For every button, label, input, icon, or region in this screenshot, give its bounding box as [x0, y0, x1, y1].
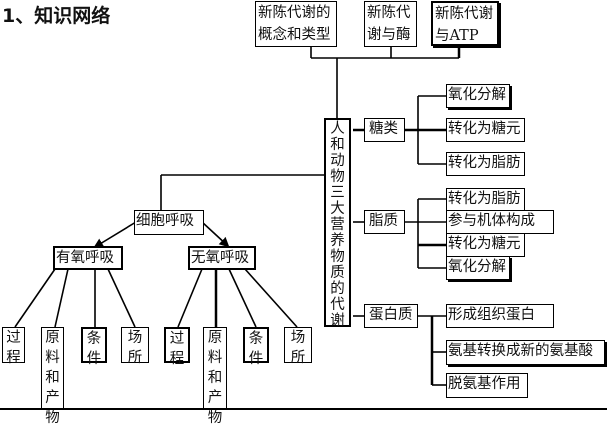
connector-line	[177, 268, 203, 328]
box-sugar-to-fat: 转化为脂肪	[446, 152, 525, 176]
connector-line	[107, 268, 136, 328]
box-anaerobic-conditions: 条件	[243, 327, 269, 367]
arrow-to-anaerobic	[201, 221, 230, 248]
box-aerobic-materials-products: 原料和产物	[41, 327, 64, 426]
box-anaerobic-process: 过程	[164, 327, 190, 367]
box-anaerobic-respiration: 无氧呼吸	[188, 246, 256, 270]
connector-lines	[14, 47, 461, 386]
bottom-divider	[0, 408, 607, 410]
box-aerobic-conditions: 条件	[81, 327, 107, 367]
box-sugar: 糖类	[364, 118, 405, 142]
box-lipid-oxidation: 氧化分解	[446, 256, 510, 280]
arrow-to-aerobic	[93, 221, 137, 249]
box-lipid-to-glycogen: 转化为糖元	[446, 233, 525, 257]
box-aerobic-location: 场所	[121, 327, 149, 366]
box-protein-tissue: 形成组织蛋白	[446, 304, 554, 328]
section-title: 1、知识网络	[2, 5, 111, 27]
box-anaerobic-materials-products: 原料和产物	[203, 327, 227, 426]
box-aerobic-process: 过程	[2, 327, 25, 366]
box-protein-deamination: 脱氨基作用	[446, 373, 528, 398]
box-metabolism-concept: 新陈代谢的概念和类型	[255, 1, 337, 47]
box-protein: 蛋白质	[364, 304, 418, 328]
box-protein-transamination: 氨基转换成新的氨基酸	[446, 340, 605, 365]
box-metabolism-atp: 新陈代谢与ATP	[431, 1, 499, 46]
box-anaerobic-location: 场所	[284, 327, 312, 366]
box-lipid: 脂质	[364, 210, 405, 234]
connector-line	[54, 268, 69, 328]
connector-line	[14, 268, 56, 328]
box-cellular-respiration: 细胞呼吸	[134, 210, 204, 235]
box-sugar-to-glycogen: 转化为糖元	[446, 118, 525, 142]
box-metabolism-enzyme: 新陈代谢与酶	[364, 1, 417, 47]
box-three-nutrients-metabolism: 人和动物三大营养物质的代谢	[324, 118, 351, 329]
box-aerobic-respiration: 有氧呼吸	[53, 246, 123, 270]
connector-line	[244, 268, 298, 328]
connector-line	[228, 268, 257, 328]
box-lipid-body-structure: 参与机体构成	[446, 210, 554, 234]
box-sugar-oxidation: 氧化分解	[446, 84, 510, 108]
box-lipid-to-fat: 转化为脂肪	[446, 188, 525, 211]
